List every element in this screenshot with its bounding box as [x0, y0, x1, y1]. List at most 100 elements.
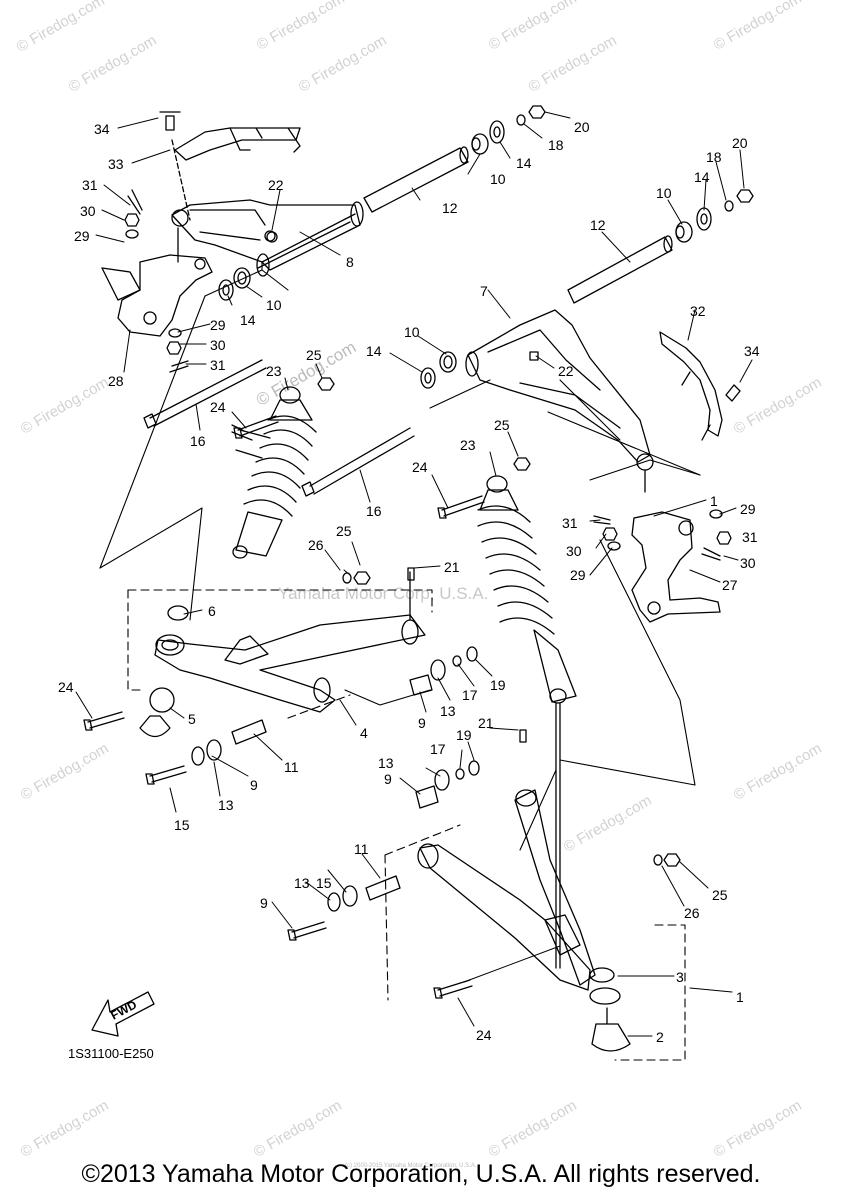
callout-14: 14	[240, 312, 256, 328]
callout-15: 15	[174, 817, 190, 833]
callout-9: 9	[250, 777, 258, 793]
callout-29: 29	[570, 567, 586, 583]
callout-26: 26	[684, 905, 700, 921]
callout-21: 21	[478, 715, 494, 731]
small-print: (c) 2000-2015 Yamaha Motor Corporation, …	[345, 1163, 477, 1169]
assembly-boxes	[127, 589, 686, 1061]
bolts-short	[83, 377, 681, 999]
callout-34: 34	[744, 343, 760, 359]
knuckle-right	[593, 509, 732, 623]
callout-12: 12	[442, 200, 458, 216]
callout-13: 13	[378, 755, 394, 771]
callout-7: 7	[480, 283, 488, 299]
knuckle-left	[101, 189, 213, 373]
lower-arm-left	[139, 571, 426, 738]
callout-29: 29	[740, 501, 756, 517]
callout-19: 19	[456, 727, 472, 743]
callout-31: 31	[210, 357, 226, 373]
pivot-shaft-upper-left	[363, 146, 469, 213]
callout-29: 29	[210, 317, 226, 333]
callout-3: 3	[676, 969, 684, 985]
callout-24: 24	[210, 399, 226, 415]
callout-23: 23	[460, 437, 476, 453]
callout-10: 10	[266, 297, 282, 313]
copyright-footer: ©2013 Yamaha Motor Corporation, U.S.A. A…	[81, 1160, 761, 1188]
callout-1: 1	[710, 493, 718, 509]
callout-32: 32	[690, 303, 706, 319]
callout-34: 34	[94, 121, 110, 137]
pivot-shaft-upper-right	[567, 235, 673, 304]
callout-9: 9	[260, 895, 268, 911]
callout-11: 11	[354, 841, 369, 857]
callout-25: 25	[494, 417, 510, 433]
leader-lines	[75, 111, 753, 1037]
callout-15: 15	[316, 875, 332, 891]
callout-29: 29	[74, 228, 90, 244]
callout-16: 16	[366, 503, 382, 519]
callout-25: 25	[336, 523, 352, 539]
callout-25: 25	[712, 887, 728, 903]
callout-10: 10	[490, 171, 506, 187]
callout-13: 13	[294, 875, 310, 891]
callout-8: 8	[346, 254, 354, 270]
long-bolts	[143, 359, 415, 497]
callout-14: 14	[366, 343, 382, 359]
lower-arm-right	[417, 789, 631, 1052]
callout-31: 31	[562, 515, 578, 531]
callout-20: 20	[732, 135, 748, 151]
callout-24: 24	[58, 679, 74, 695]
callout-26: 26	[308, 537, 324, 553]
callout-13: 13	[218, 797, 234, 813]
fwd-arrow-icon	[91, 991, 155, 1037]
callout-18: 18	[706, 149, 722, 165]
diagram-code: 1S31100-E250	[68, 1046, 154, 1061]
bushings-upper	[218, 105, 754, 389]
callout-13: 13	[440, 703, 456, 719]
shock-absorber-left	[231, 386, 317, 559]
callout-25: 25	[306, 347, 322, 363]
callout-12: 12	[590, 217, 606, 233]
shock-absorber-right	[477, 475, 577, 969]
callout-10: 10	[404, 324, 420, 340]
callout-6: 6	[208, 603, 216, 619]
upper-arm-right	[465, 309, 654, 493]
bushings-lower-left	[191, 567, 527, 912]
brake-hose-bracket-left	[159, 111, 301, 221]
callout-22: 22	[558, 363, 574, 379]
callout-24: 24	[476, 1027, 492, 1043]
callout-24: 24	[412, 459, 428, 475]
callout-28: 28	[108, 373, 124, 389]
callout-18: 18	[548, 137, 564, 153]
callout-30: 30	[210, 337, 226, 353]
callout-20: 20	[574, 119, 590, 135]
callout-33: 33	[108, 156, 124, 172]
callout-10: 10	[656, 185, 672, 201]
callout-9: 9	[384, 771, 392, 787]
callout-1: 1	[736, 989, 744, 1005]
callout-30: 30	[566, 543, 582, 559]
callout-4: 4	[360, 725, 368, 741]
callout-21: 21	[444, 559, 460, 575]
callout-19: 19	[490, 677, 506, 693]
callout-31: 31	[742, 529, 758, 545]
callout-9: 9	[418, 715, 426, 731]
callout-30: 30	[740, 555, 756, 571]
callout-11: 11	[284, 759, 299, 775]
callout-27: 27	[722, 577, 738, 593]
watermark-company: Yamaha Motor Corp, U.S.A.	[278, 584, 489, 603]
callout-23: 23	[266, 363, 282, 379]
callout-2: 2	[656, 1029, 664, 1045]
callout-17: 17	[430, 741, 446, 757]
callout-14: 14	[516, 155, 532, 171]
callout-16: 16	[190, 433, 206, 449]
callout-14: 14	[694, 169, 710, 185]
callout-22: 22	[268, 177, 284, 193]
assembly-zigzag-lines	[99, 261, 701, 851]
callout-30: 30	[80, 203, 96, 219]
brake-hose-bracket-right	[659, 331, 741, 441]
callout-31: 31	[82, 177, 98, 193]
callout-17: 17	[462, 687, 478, 703]
callout-5: 5	[188, 711, 196, 727]
